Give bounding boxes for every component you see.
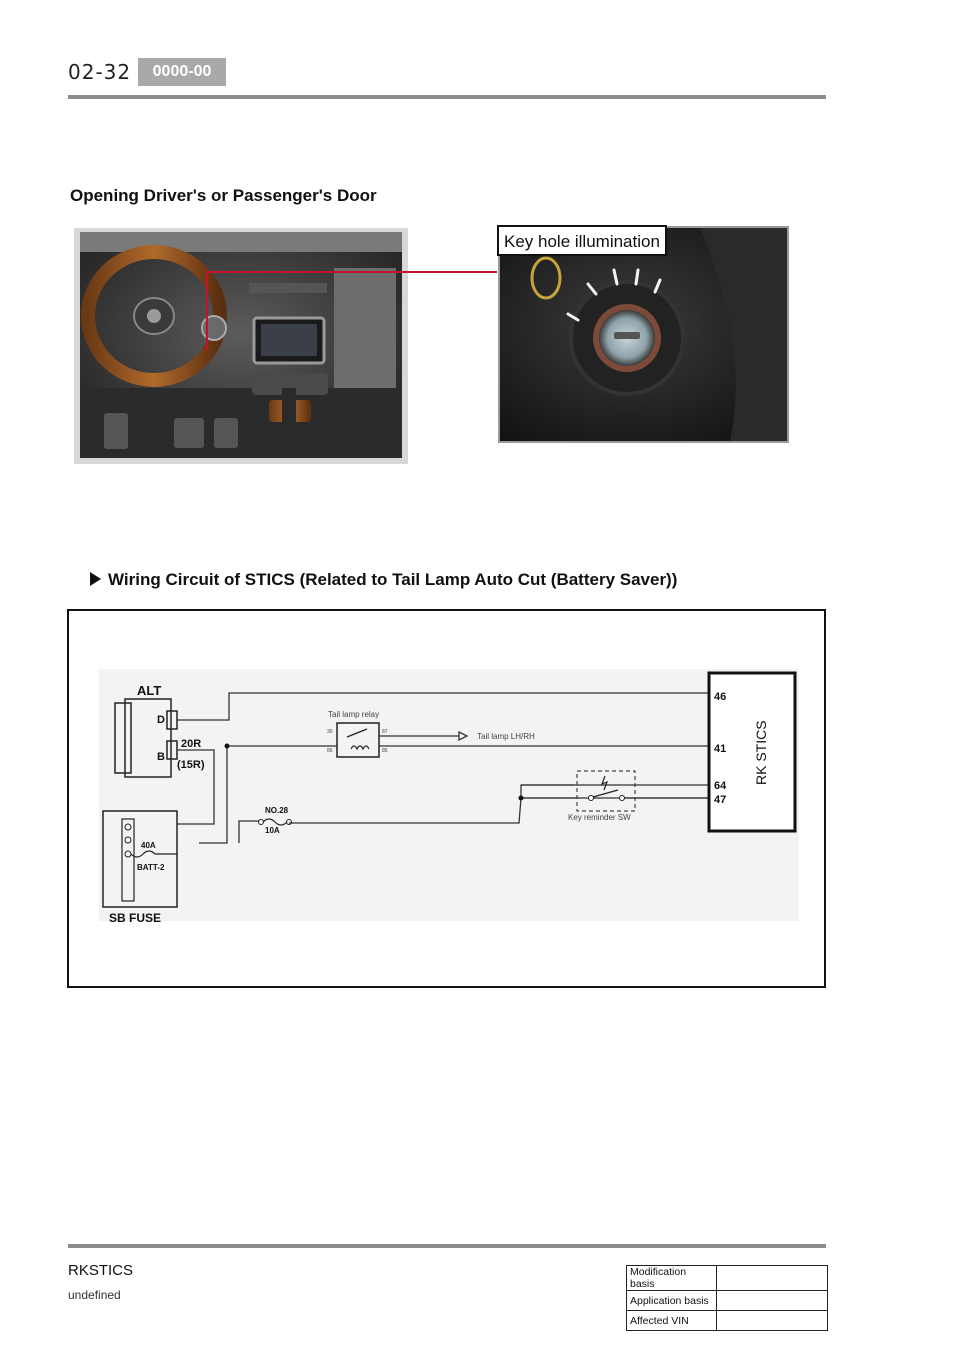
tail-lamp-relay (336, 722, 380, 758)
wiring-diagram: ALT D B 20R (15R) Tail lamp relay 30 87 … (99, 669, 799, 925)
wire-15r-label: (15R) (177, 759, 205, 771)
key-reminder-switch (576, 770, 636, 812)
tail-lamp-arrow-icon (458, 730, 469, 742)
pin-46: 46 (714, 691, 726, 703)
pin-64: 64 (714, 780, 727, 792)
table-row: Modification basis (626, 1265, 828, 1291)
sb-fuse-label: SB FUSE (109, 911, 161, 925)
alt-terminal-b: B (157, 751, 165, 763)
footer-rule (68, 1244, 826, 1248)
relay-pin-86: 86 (327, 748, 333, 754)
rk-stics-unit (707, 671, 797, 833)
alt-label: ALT (137, 683, 161, 698)
tail-lamp-relay-label: Tail lamp relay (328, 710, 379, 719)
sb-fuse-amp-label: 40A (141, 841, 156, 850)
key-hole-illumination-callout: Key hole illumination (497, 225, 667, 256)
rk-stics-label: RK STICS (753, 720, 769, 785)
dashboard-photo (74, 228, 408, 464)
basis-table: Modification basis Application basis Aff… (626, 1265, 828, 1331)
sb-fuse-name-label: BATT-2 (137, 863, 165, 872)
footer-subtitle: undefined (68, 1288, 121, 1302)
alt-terminal-d: D (157, 714, 165, 726)
section-code-badge: 0000-00 (138, 58, 226, 86)
sb-fuse-box (102, 810, 178, 908)
fuse-amp-label: 10A (265, 826, 280, 835)
ignition-key-illustration (500, 228, 787, 441)
wires (177, 692, 709, 844)
affected-vin-label: Affected VIN (626, 1310, 717, 1331)
key-hole-photo (498, 226, 789, 443)
callout-connector (206, 271, 497, 350)
section-title: Opening Driver's or Passenger's Door (70, 186, 377, 205)
header-rule (68, 95, 826, 99)
table-row: Affected VIN (626, 1310, 828, 1331)
page-number: 02-32 (68, 60, 132, 84)
wiring-diagram-frame (67, 609, 826, 988)
key-reminder-label: Key reminder SW (568, 813, 631, 822)
relay-pin-85: 85 (382, 748, 388, 754)
pin-41: 41 (714, 743, 726, 755)
footer-model: RKSTICS (68, 1262, 134, 1279)
relay-pin-87: 87 (382, 729, 388, 735)
affected-vin-value (716, 1310, 828, 1331)
pin-47: 47 (714, 794, 726, 806)
relay-pin-30: 30 (327, 729, 333, 735)
application-basis-label: Application basis (626, 1290, 717, 1311)
modification-basis-value (716, 1265, 828, 1291)
application-basis-value (716, 1290, 828, 1311)
fuse-number-label: NO.28 (265, 806, 289, 815)
wiring-circuit-heading: Wiring Circuit of STICS (Related to Tail… (108, 570, 678, 589)
modification-basis-label: Modification basis (626, 1265, 717, 1291)
tail-lamp-label: Tail lamp LH/RH (477, 732, 535, 741)
wire-20r-label: 20R (181, 738, 201, 750)
table-row: Application basis (626, 1290, 828, 1311)
fuse-no28 (258, 818, 292, 826)
play-arrow-icon (90, 572, 101, 586)
